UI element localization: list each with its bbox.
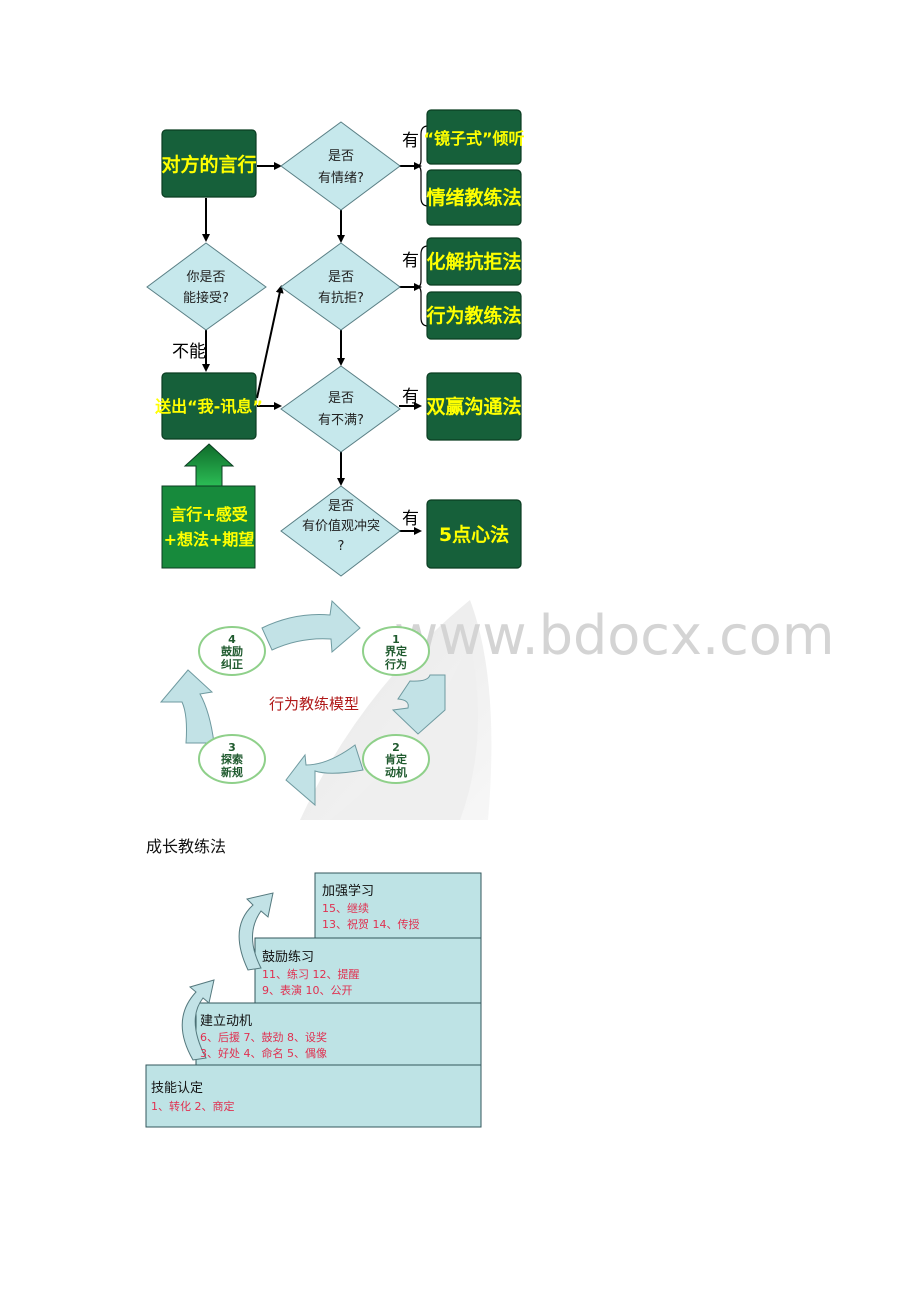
curl-arrow-lower — [181, 979, 215, 1061]
level-item: 6、后援 7、鼓劲 8、设奖 — [200, 1030, 327, 1044]
step-1-number: 1 — [392, 633, 400, 646]
outcome-five-points-label: 5点心法 — [439, 523, 509, 546]
level-strengthen-learning — [314, 872, 482, 939]
question-values-line2: 有价值观冲突 — [302, 518, 380, 534]
model-title: 行为教练模型 — [269, 695, 359, 713]
level-item: 11、练习 12、提醒 — [262, 967, 360, 981]
outcome-win-win — [426, 372, 522, 441]
step-1-circle — [362, 626, 430, 676]
coaching-model: www.bdocx.com 1 界定 行为 2 肯定 动机 3 探索 新规 4 … — [159, 599, 834, 820]
level-title-skill-identification: 技能认定 — [151, 1081, 203, 1096]
cannot-label: 不能 — [172, 342, 206, 362]
question-dissatisfaction-line1: 是否 — [328, 391, 354, 406]
growth-coaching: 成长教练法 加强学习 15、继续 13、祝贺 14、传授 鼓励练习 11、练习 … — [145, 837, 482, 1128]
question-values-line1: 是否 — [328, 499, 354, 514]
cycle-arrow-right — [391, 674, 446, 735]
level-item: 3、好处 4、命名 5、偶像 — [200, 1046, 327, 1060]
accept-question-line1: 你是否 — [186, 270, 225, 285]
yes-label: 有 — [402, 251, 419, 271]
question-resistance-line2: 有抗拒? — [318, 291, 364, 306]
cycle-arrow-top — [261, 599, 361, 654]
step-4-line2: 纠正 — [221, 658, 243, 671]
yes-label: 有 — [402, 509, 419, 529]
step-3-line2: 新规 — [221, 765, 243, 779]
cycle-arrow-left — [159, 669, 215, 744]
level-item: 13、祝贺 14、传授 — [322, 917, 420, 931]
level-title-strengthen-learning: 加强学习 — [322, 883, 374, 899]
question-emotion-line1: 是否 — [328, 149, 354, 164]
send-message-box — [161, 372, 257, 440]
accept-question-line2: 能接受? — [183, 290, 229, 306]
basis-box — [161, 485, 256, 569]
step-2-line1: 肯定 — [385, 752, 407, 766]
basis-line1: 言行+感受 — [170, 505, 247, 524]
curl-arrow-upper — [238, 892, 274, 971]
yes-label: 有 — [402, 131, 419, 151]
question-resistance-diamond — [280, 242, 401, 331]
outcome-behavior-coaching — [426, 291, 522, 340]
step-3-circle — [198, 734, 266, 784]
question-emotion-line2: 有情绪? — [318, 171, 364, 186]
level-title-encourage-practice: 鼓励练习 — [262, 950, 314, 965]
question-values-line3: ? — [338, 539, 345, 554]
step-1-line2: 行为 — [384, 657, 407, 671]
level-item: 9、表演 10、公开 — [262, 983, 353, 997]
step-4-number: 4 — [228, 633, 236, 646]
step-3-number: 3 — [228, 741, 236, 754]
level-title-build-motivation: 建立动机 — [200, 1014, 252, 1029]
watermark: www.bdocx.com — [394, 604, 834, 667]
question-emotion-diamond — [280, 121, 401, 211]
outcome-five-points — [426, 499, 522, 569]
outcome-emotion-coaching-label: 情绪教练法 — [426, 186, 521, 209]
send-message-label: 送出“我-讯息” — [154, 397, 263, 416]
cycle-arrow-bottom — [285, 744, 364, 807]
accept-diamond — [146, 242, 267, 331]
outcome-mirror-listening — [426, 109, 522, 165]
step-4-line1: 鼓励 — [221, 644, 243, 658]
question-values-diamond — [280, 485, 401, 577]
outcome-defuse-resistance — [426, 237, 522, 286]
flowchart: 有 有 有 有 不能 对方的言行 你是否 能接受? 送出“我-讯息” 言行+感受… — [146, 109, 525, 577]
basis-line2: +想法+期望 — [164, 530, 255, 549]
level-build-motivation — [195, 1002, 482, 1066]
outcome-defuse-resistance-label: 化解抗拒法 — [426, 250, 521, 273]
start-box-label: 对方的言行 — [161, 153, 256, 176]
level-encourage-practice — [254, 937, 482, 1004]
question-resistance-line1: 是否 — [328, 270, 354, 285]
step-1-line1: 界定 — [385, 644, 407, 658]
arrow-send-to-q2 — [256, 285, 284, 399]
outcome-win-win-label: 双赢沟通法 — [426, 395, 521, 418]
outcome-mirror-listening-label: “镜子式”倾听 — [423, 129, 524, 148]
model-background-swoosh-light — [330, 640, 478, 820]
outcome-behavior-coaching-label: 行为教练法 — [425, 304, 521, 327]
start-box — [161, 129, 257, 198]
question-dissatisfaction-diamond — [280, 365, 401, 453]
step-3-line1: 探索 — [221, 752, 243, 766]
growth-heading: 成长教练法 — [146, 837, 226, 856]
yes-label: 有 — [402, 387, 419, 407]
step-2-circle — [362, 734, 430, 784]
up-arrow — [183, 443, 235, 487]
step-2-number: 2 — [392, 741, 400, 754]
step-4-circle — [198, 626, 266, 676]
question-dissatisfaction-line2: 有不满? — [318, 413, 364, 428]
step-2-line2: 动机 — [385, 765, 407, 779]
brace-q2 — [416, 245, 429, 327]
outcome-emotion-coaching — [426, 169, 522, 226]
level-item: 1、转化 2、商定 — [151, 1099, 235, 1113]
brace-q1 — [416, 125, 429, 207]
level-skill-identification — [145, 1064, 482, 1128]
level-item: 15、继续 — [322, 901, 369, 915]
